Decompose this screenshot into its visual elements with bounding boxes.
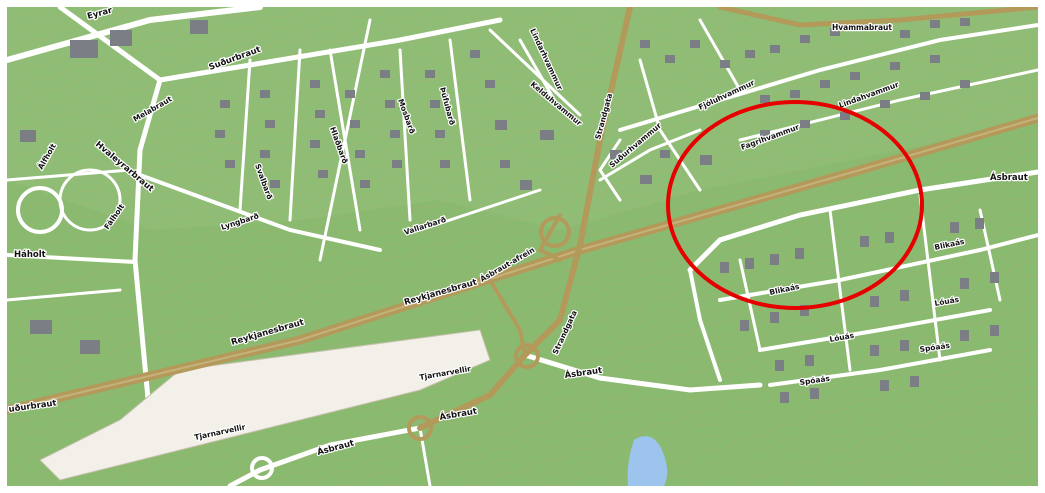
buildings-northeast — [610, 18, 970, 184]
buildings-southeast — [720, 218, 999, 403]
streets-west — [7, 7, 582, 423]
buildings-west — [20, 20, 554, 354]
highlight-circle — [666, 100, 924, 310]
lake — [627, 436, 668, 486]
label-loaas-2: Lóuás — [934, 295, 961, 308]
tjarnarvellir-area — [39, 329, 491, 481]
streets-northeast — [598, 18, 1038, 202]
label-hvammabraut: Hvammabraut — [832, 23, 892, 32]
roundabouts — [250, 216, 571, 480]
label-haholt: Háholt — [14, 250, 46, 260]
label-asbraut-right: Ásbraut — [990, 171, 1028, 183]
map-canvas[interactable]: Eyrar Suðurbraut Melabraut Hvaleyrarbrau… — [7, 7, 1038, 486]
